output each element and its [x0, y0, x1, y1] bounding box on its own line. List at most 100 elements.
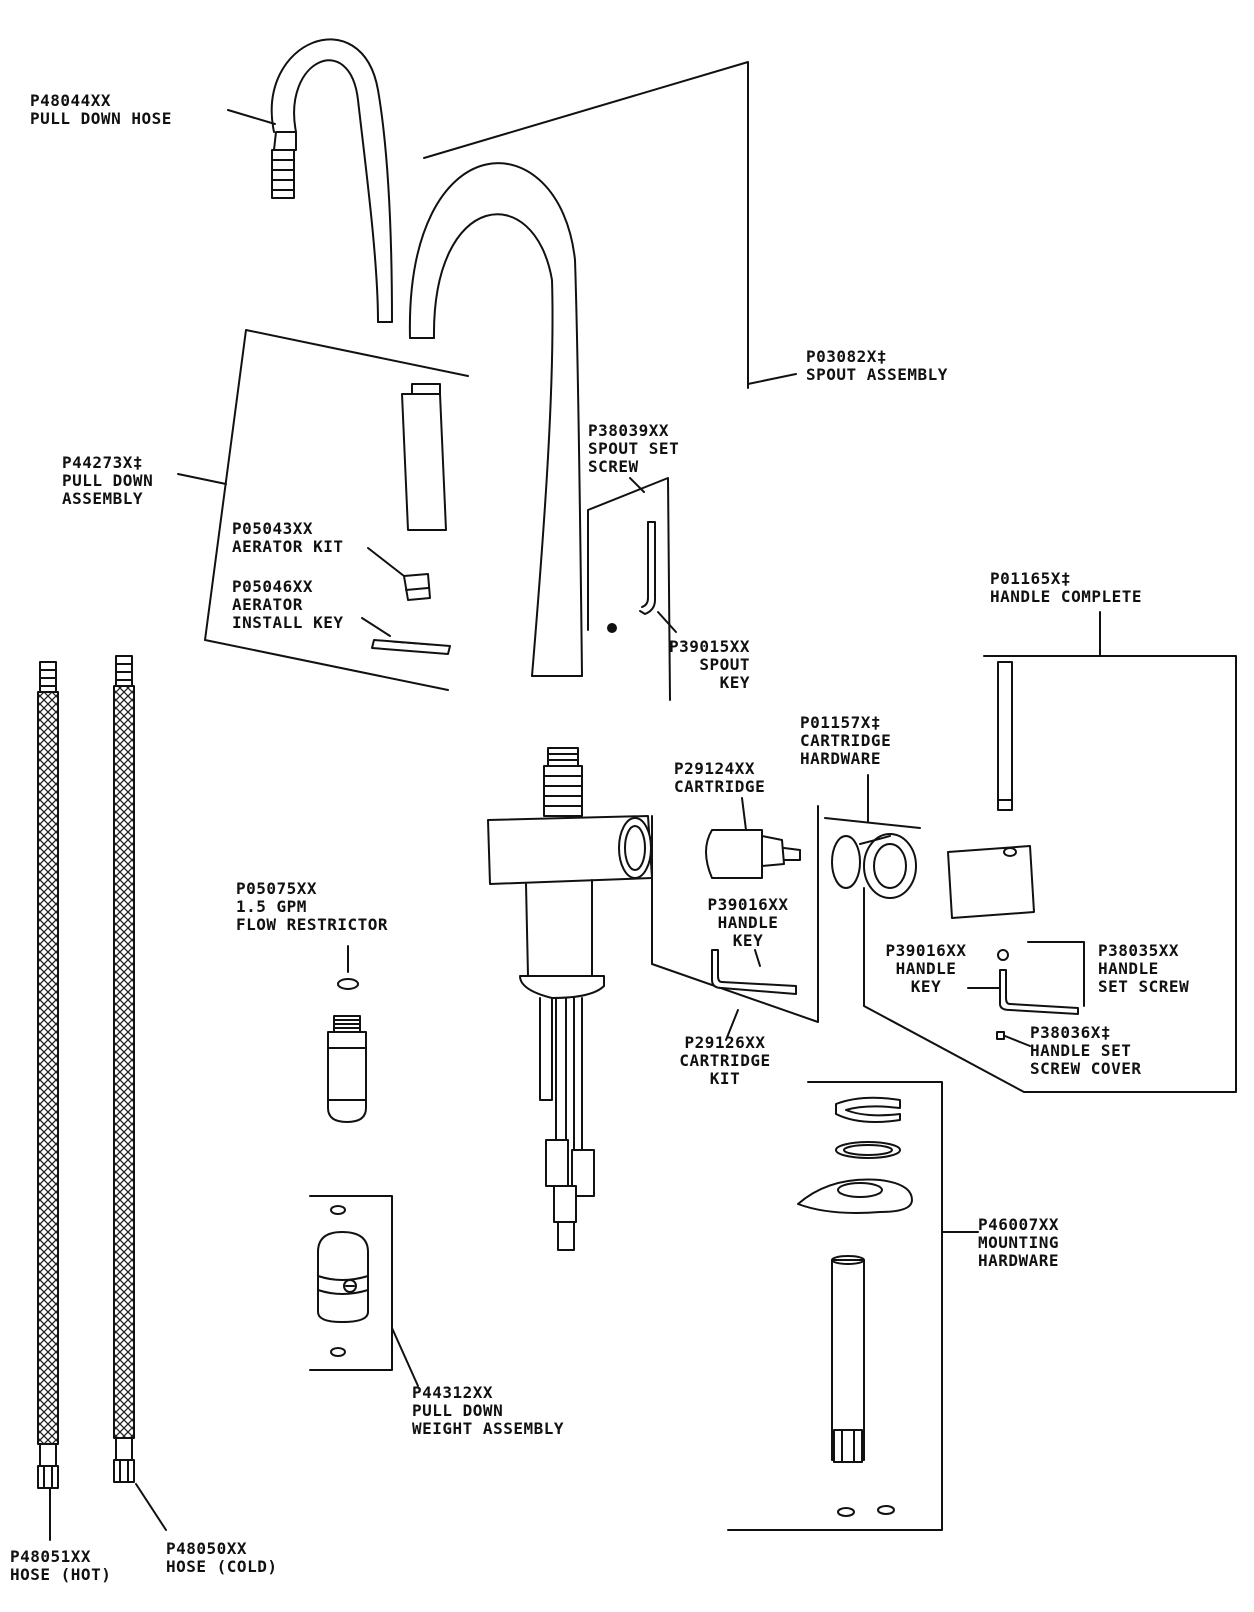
- part-name: KEY: [732, 931, 764, 950]
- part-name: HARDWARE: [800, 749, 882, 768]
- leader-pull-down-assembly: [177, 473, 227, 485]
- leader-cartridge-handle-key: [754, 949, 761, 967]
- hose-hot-part: [37, 661, 59, 1489]
- part-name: AERATOR KIT: [232, 537, 344, 556]
- part-number: P01157X‡: [800, 713, 882, 732]
- leader-cartridge-kit: [725, 1009, 739, 1041]
- leader-aerator-kit: [367, 547, 405, 577]
- part-number: P05046XX: [232, 577, 314, 596]
- part-number: P01165X‡: [990, 569, 1072, 588]
- cartridge-hardware-part: [831, 833, 917, 899]
- part-name: HOSE (COLD): [166, 1557, 278, 1576]
- weight-screw-bottom-part: [330, 1347, 346, 1357]
- part-name: AERATOR: [232, 595, 303, 614]
- label-handle-complete: P01165X‡ HANDLE COMPLETE: [990, 570, 1142, 606]
- part-name: CARTRIDGE: [674, 777, 766, 796]
- spout-set-screw-part: [607, 623, 617, 633]
- mounting-shank-part: [831, 1255, 865, 1463]
- part-number: P38035XX: [1098, 941, 1180, 960]
- label-handle-set-screw: P38035XX HANDLE SET SCREW: [1098, 942, 1189, 996]
- cartridge-handle-key-part: [711, 949, 797, 995]
- part-number: P46007XX: [978, 1215, 1060, 1234]
- part-number: P05075XX: [236, 879, 318, 898]
- label-pull-down-assembly: P44273X‡ PULL DOWN ASSEMBLY: [62, 454, 153, 508]
- mounting-nut-right-part: [877, 1505, 895, 1515]
- leader-spout-set-screw: [629, 477, 645, 493]
- leader-cartridge: [741, 797, 747, 831]
- part-number: P48044XX: [30, 91, 112, 110]
- label-hose-hot: P48051XX HOSE (HOT): [10, 1548, 111, 1584]
- handle-set-screw-bracket: [1027, 941, 1085, 1007]
- part-name: FLOW RESTRICTOR: [236, 915, 388, 934]
- label-hose-cold: P48050XX HOSE (COLD): [166, 1540, 277, 1576]
- label-handle-key: P39016XX HANDLE KEY: [876, 942, 976, 996]
- mounting-base-part: [797, 1178, 913, 1214]
- part-number: P44312XX: [412, 1383, 494, 1402]
- cartridge-part: [705, 829, 801, 879]
- leader-spout-key: [657, 611, 677, 633]
- spray-head-part: [401, 383, 447, 531]
- label-aerator-install-key: P05046XX AERATOR INSTALL KEY: [232, 578, 343, 632]
- cartridge-hardware-bracket: [824, 817, 921, 829]
- part-number: P44273X‡: [62, 453, 144, 472]
- part-name: HARDWARE: [978, 1251, 1060, 1270]
- weight-assembly-bracket: [309, 1195, 393, 1371]
- part-name: 1.5 GPM: [236, 897, 307, 916]
- label-handle-set-screw-cover: P38036X‡ HANDLE SET SCREW COVER: [1030, 1024, 1141, 1078]
- label-spout-assembly: P03082X‡ SPOUT ASSEMBLY: [806, 348, 948, 384]
- part-name: CARTRIDGE: [679, 1051, 771, 1070]
- part-number: P03082X‡: [806, 347, 888, 366]
- weight-screw-top-part: [330, 1205, 346, 1215]
- part-name: PULL DOWN: [412, 1401, 504, 1420]
- leader-weight-assembly: [391, 1327, 419, 1387]
- spout-part: [408, 162, 583, 677]
- label-cartridge: P29124XX CARTRIDGE: [674, 760, 765, 796]
- part-number: P48051XX: [10, 1547, 92, 1566]
- pull-down-assembly-panel: [204, 329, 469, 691]
- part-name: KEY: [910, 977, 942, 996]
- handle-key-part: [999, 969, 1079, 1015]
- part-number: P29126XX: [684, 1033, 766, 1052]
- part-number: P38036X‡: [1030, 1023, 1112, 1042]
- part-name: SCREW COVER: [1030, 1059, 1142, 1078]
- label-pull-down-weight-assembly: P44312XX PULL DOWN WEIGHT ASSEMBLY: [412, 1384, 564, 1438]
- part-number: P05043XX: [232, 519, 314, 538]
- label-flow-restrictor: P05075XX 1.5 GPM FLOW RESTRICTOR: [236, 880, 388, 934]
- hose-cold-part: [113, 655, 135, 1483]
- part-name: SPOUT: [699, 655, 750, 674]
- handle-set-screw-part: [997, 949, 1009, 961]
- part-name: HANDLE: [1098, 959, 1159, 978]
- part-name: KIT: [709, 1069, 741, 1088]
- part-number: P48050XX: [166, 1539, 248, 1558]
- part-name: SET SCREW: [1098, 977, 1190, 996]
- handle-complete-bracket: [863, 655, 1237, 1093]
- label-cartridge-kit: P29126XX CARTRIDGE KIT: [660, 1034, 790, 1088]
- flow-restrictor-part: [327, 1015, 367, 1123]
- part-name: PULL DOWN: [62, 471, 154, 490]
- flow-restrictor-washer-part: [337, 978, 359, 990]
- leader-spout-assembly: [747, 373, 797, 385]
- cartridge-kit-bracket: [651, 805, 819, 1023]
- leader-handle-set-screw-cover: [1004, 1035, 1031, 1047]
- part-name: HANDLE: [895, 959, 957, 978]
- part-number: P39016XX: [707, 895, 789, 914]
- part-name: ASSEMBLY: [62, 489, 144, 508]
- mounting-gasket-part: [835, 1141, 901, 1159]
- part-name: HANDLE: [717, 913, 779, 932]
- pull-down-hose-part: [270, 38, 393, 323]
- part-name: WEIGHT ASSEMBLY: [412, 1419, 564, 1438]
- aerator-part: [403, 573, 431, 601]
- handle-set-screw-cover-part: [996, 1031, 1005, 1040]
- part-name: CARTRIDGE: [800, 731, 892, 750]
- label-cartridge-handle-key: P39016XX HANDLE KEY: [698, 896, 798, 950]
- spout-assembly-bracket: [423, 61, 749, 389]
- handle-lever-part: [997, 661, 1013, 811]
- part-name: SPOUT SET: [588, 439, 680, 458]
- label-spout-key: P39015XX SPOUT KEY: [640, 638, 750, 692]
- part-name: INSTALL KEY: [232, 613, 344, 632]
- mounting-clip-part: [835, 1096, 901, 1123]
- label-pull-down-hose: P48044XX PULL DOWN HOSE: [30, 92, 172, 128]
- valve-body-part: [487, 747, 653, 1251]
- leader-pull-down-hose: [227, 109, 276, 125]
